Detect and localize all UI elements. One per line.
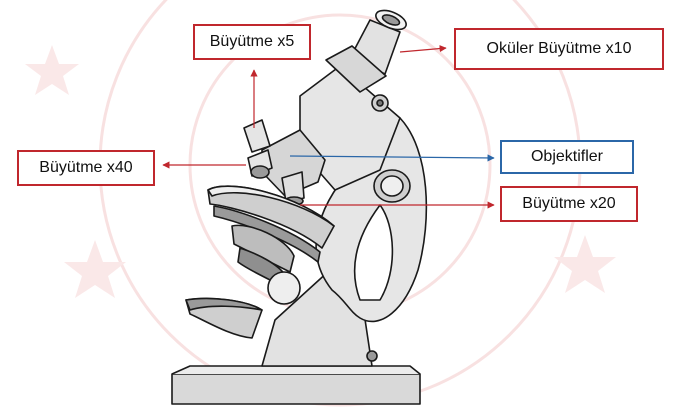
label-magnification-x40: Büyütme x40: [17, 150, 155, 186]
pointer-arrows: [162, 44, 495, 209]
watermark-star-icon: [554, 235, 616, 293]
objective-lenses: [243, 119, 305, 206]
eyepiece: [325, 9, 407, 93]
fine-focus-knob: [267, 271, 301, 305]
label-magnification-x5: Büyütme x5: [193, 24, 311, 60]
arrow-objectives: [289, 154, 495, 162]
watermark-star-icon: [64, 240, 126, 298]
focus-knob: [373, 169, 411, 203]
stage: [207, 185, 335, 263]
microscope-base: [171, 373, 421, 405]
label-magnification-x20: Büyütme x20: [500, 186, 638, 222]
label-objectives: Objektifler: [500, 140, 634, 174]
label-ocular-magnification: Oküler Büyütme x10: [454, 28, 664, 70]
arrow-ocular: [399, 44, 447, 53]
watermark-star-icon: [25, 45, 79, 95]
microscope: [171, 9, 428, 405]
